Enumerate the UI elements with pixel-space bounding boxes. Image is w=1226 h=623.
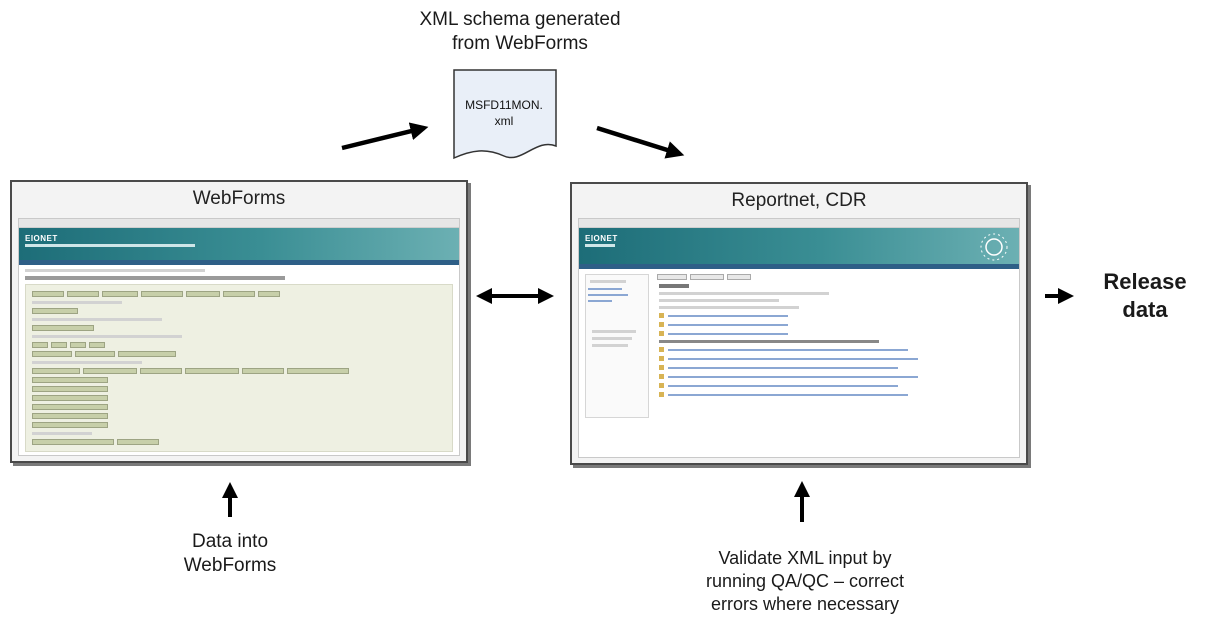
reportnet-title: Reportnet, CDR (731, 190, 867, 211)
xml-schema-caption-line-1: XML schema generated (419, 9, 621, 30)
webforms-browser-bar (19, 219, 459, 228)
reportnet-sidebar-line (592, 344, 628, 347)
reportnet-file-row (659, 331, 1007, 336)
webforms-form-line (32, 432, 92, 435)
webforms-button-row (32, 368, 446, 374)
xml-document-label: MSFD11MON. xml (458, 97, 550, 129)
data-into-webforms-line-2: WebForms (183, 555, 277, 576)
reportnet-main (653, 274, 1013, 453)
reportnet-screenshot: EIONET (578, 218, 1020, 458)
reportnet-sidebar-link (588, 300, 612, 302)
webforms-nav-strip (19, 260, 459, 265)
reportnet-eionet-wordmark: EIONET (585, 234, 618, 243)
xml-document-label-line-1: MSFD11MON. (465, 98, 543, 112)
webforms-button-row (32, 308, 446, 314)
validate-xml-label: Validate XML input by running QA/QC – co… (690, 547, 920, 616)
reportnet-nav-strip (579, 264, 1019, 269)
reportnet-banner: EIONET (579, 228, 1019, 264)
xml-schema-caption: XML schema generated from WebForms (380, 8, 660, 56)
data-into-webforms-label: Data into WebForms (140, 530, 320, 578)
webforms-title: WebForms (192, 188, 286, 209)
xml-schema-caption-line-2: from WebForms (452, 33, 588, 54)
data-into-webforms-line-1: Data into (191, 531, 269, 552)
validate-xml-line-1: Validate XML input by (718, 548, 892, 568)
xml-document-label-line-2: xml (494, 114, 514, 128)
reportnet-sidebar-line (590, 280, 626, 283)
webforms-button-row (32, 377, 446, 383)
reportnet-tab-row (657, 274, 1013, 280)
release-data-line-2: data (1122, 297, 1168, 322)
webforms-heading-line (25, 276, 285, 280)
webforms-eionet-wordmark: EIONET (25, 234, 58, 243)
release-data-label: Release data (1080, 268, 1210, 324)
webforms-button-row (32, 342, 446, 348)
reportnet-browser-bar (579, 219, 1019, 228)
reportnet-sidebar-line (592, 330, 636, 333)
release-data-line-1: Release (1103, 269, 1187, 294)
reportnet-feedback-row (659, 374, 1007, 379)
webforms-breadcrumb-line (25, 269, 205, 272)
reportnet-envelope-line (659, 299, 779, 302)
reportnet-sun-logo-icon (980, 233, 1008, 261)
webforms-button-row (32, 395, 446, 401)
reportnet-sidebar-line (592, 337, 632, 340)
validate-xml-line-2: running QA/QC – correct (705, 571, 905, 591)
webforms-button-row (32, 404, 446, 410)
arrow-to-document (341, 122, 429, 151)
webforms-button-row (32, 439, 446, 445)
reportnet-feedback-row (659, 347, 1007, 352)
webforms-button-row (32, 291, 446, 297)
reportnet-feedback-row (659, 392, 1007, 397)
webforms-form-line (32, 335, 182, 338)
arrow-from-document (596, 125, 685, 159)
reportnet-feedback-heading (659, 340, 879, 343)
webforms-banner-subtitle (25, 244, 195, 247)
webforms-form-line (32, 318, 162, 321)
webforms-button-row (32, 325, 446, 331)
reportnet-sidebar-link (588, 294, 628, 296)
reportnet-envelope-line (659, 306, 799, 309)
webforms-banner: EIONET (19, 228, 459, 260)
reportnet-sidebar (585, 274, 649, 418)
xml-document-icon (453, 69, 557, 160)
reportnet-sidebar-link (588, 288, 622, 290)
reportnet-banner-subtitle (585, 244, 615, 247)
webforms-button-row (32, 386, 446, 392)
reportnet-envelope-title (659, 284, 689, 288)
reportnet-feedback-row (659, 356, 1007, 361)
reportnet-feedback-row (659, 365, 1007, 370)
webforms-button-row (32, 422, 446, 428)
webforms-button-row (32, 351, 446, 357)
reportnet-panel: Reportnet, CDR EIONET (570, 182, 1028, 465)
validate-xml-line-3: errors where necessary (710, 594, 900, 614)
webforms-panel: WebForms EIONET (10, 180, 468, 463)
webforms-form-area (25, 284, 453, 452)
reportnet-feedback-row (659, 383, 1007, 388)
webforms-form-line (32, 301, 122, 304)
webforms-form-line (32, 361, 142, 364)
reportnet-envelope-line (659, 292, 829, 295)
webforms-screenshot: EIONET (18, 218, 460, 456)
reportnet-file-row (659, 313, 1007, 318)
reportnet-file-row (659, 322, 1007, 327)
webforms-button-row (32, 413, 446, 419)
